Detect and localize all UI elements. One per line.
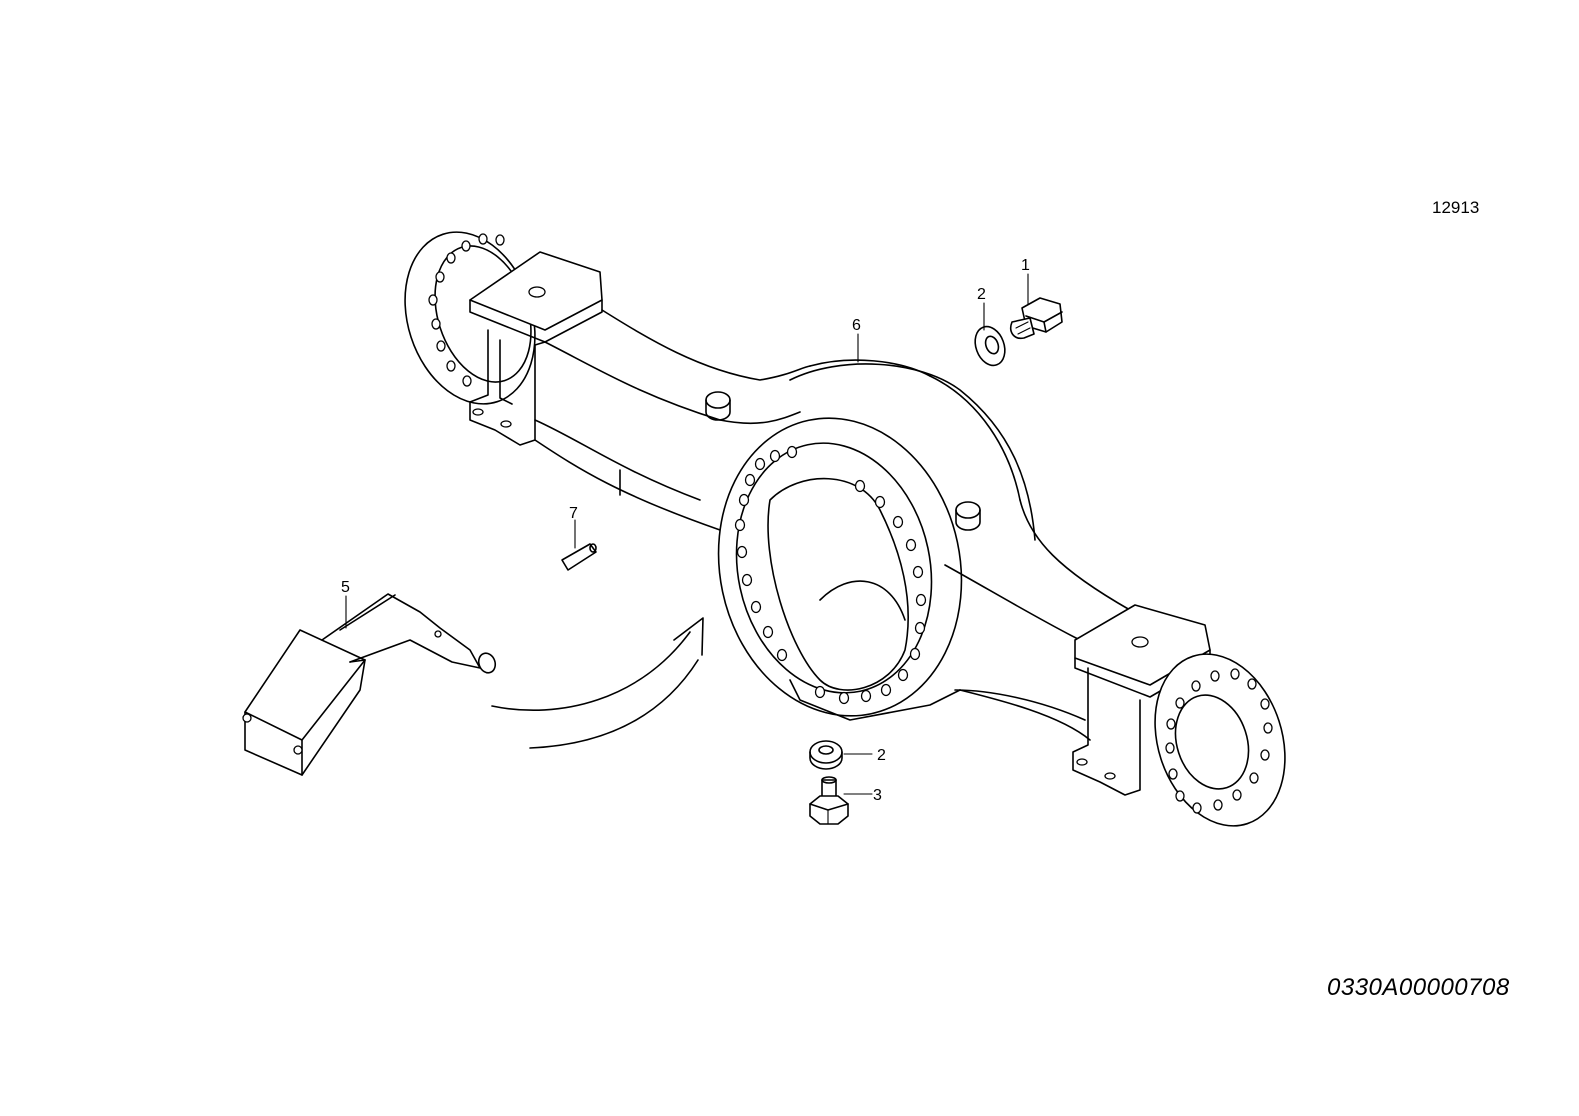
left-flange-bolt-holes [428, 233, 505, 387]
drawing-code: 0330A00000708 [1327, 974, 1510, 1001]
washer-part-2-lower [809, 740, 843, 770]
assembly-direction-arrow [491, 617, 704, 749]
washer-part-2-upper [974, 325, 1006, 367]
callout-1: 1 [1021, 257, 1030, 274]
leader-lines [345, 273, 1029, 795]
callout-2-lower: 2 [877, 747, 886, 764]
center-flange-bolt-holes [734, 445, 927, 705]
reference-number: 12913 [1432, 198, 1480, 217]
center-housing [717, 359, 1091, 741]
axle-housing [404, 231, 1286, 827]
callout-2-upper: 2 [977, 286, 986, 303]
right-hub-flange [1154, 653, 1286, 827]
bolt-part-1 [1009, 297, 1063, 340]
nut-part-3 [809, 776, 849, 825]
left-hub-flange [404, 231, 536, 405]
callout-7: 7 [569, 505, 578, 522]
callout-3: 3 [873, 787, 882, 804]
right-flange-bolt-holes [1165, 668, 1273, 814]
bracket-part-5 [242, 593, 497, 776]
callout-5: 5 [341, 579, 350, 596]
callout-6: 6 [852, 317, 861, 334]
pin-part-7 [561, 543, 597, 571]
